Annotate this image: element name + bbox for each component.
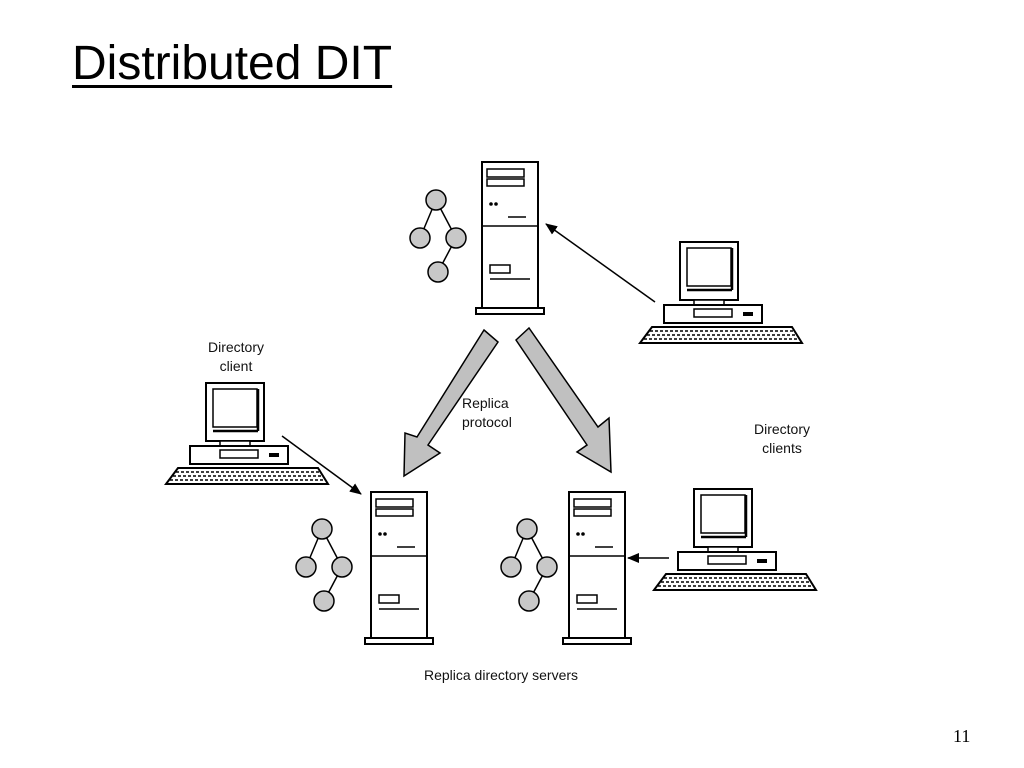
master-tree-icon <box>409 189 467 283</box>
directory-client-computer-bottom-right <box>652 487 818 592</box>
label-replica-protocol: Replica protocol <box>462 395 512 430</box>
directory-client-computer-top-right <box>638 240 804 345</box>
slide-title: Distributed DIT <box>72 37 393 90</box>
client-arrow-left <box>281 435 362 495</box>
replica-arrow-left <box>403 328 499 478</box>
master-server <box>475 161 545 315</box>
client-arrow-top <box>545 223 656 303</box>
replica-server-right <box>562 491 632 645</box>
replica-server-left <box>364 491 434 645</box>
replica-left-tree-icon <box>295 518 353 612</box>
directory-client-computer-left <box>164 381 330 486</box>
label-directory-client: Directory client <box>207 339 264 374</box>
replica-arrow-right <box>515 326 612 474</box>
slide-number: 11 <box>953 726 971 746</box>
label-replica-directory-servers: Replica directory servers <box>423 667 579 683</box>
replica-right-tree-icon <box>500 518 558 612</box>
label-directory-clients: Directory clients <box>753 421 810 456</box>
